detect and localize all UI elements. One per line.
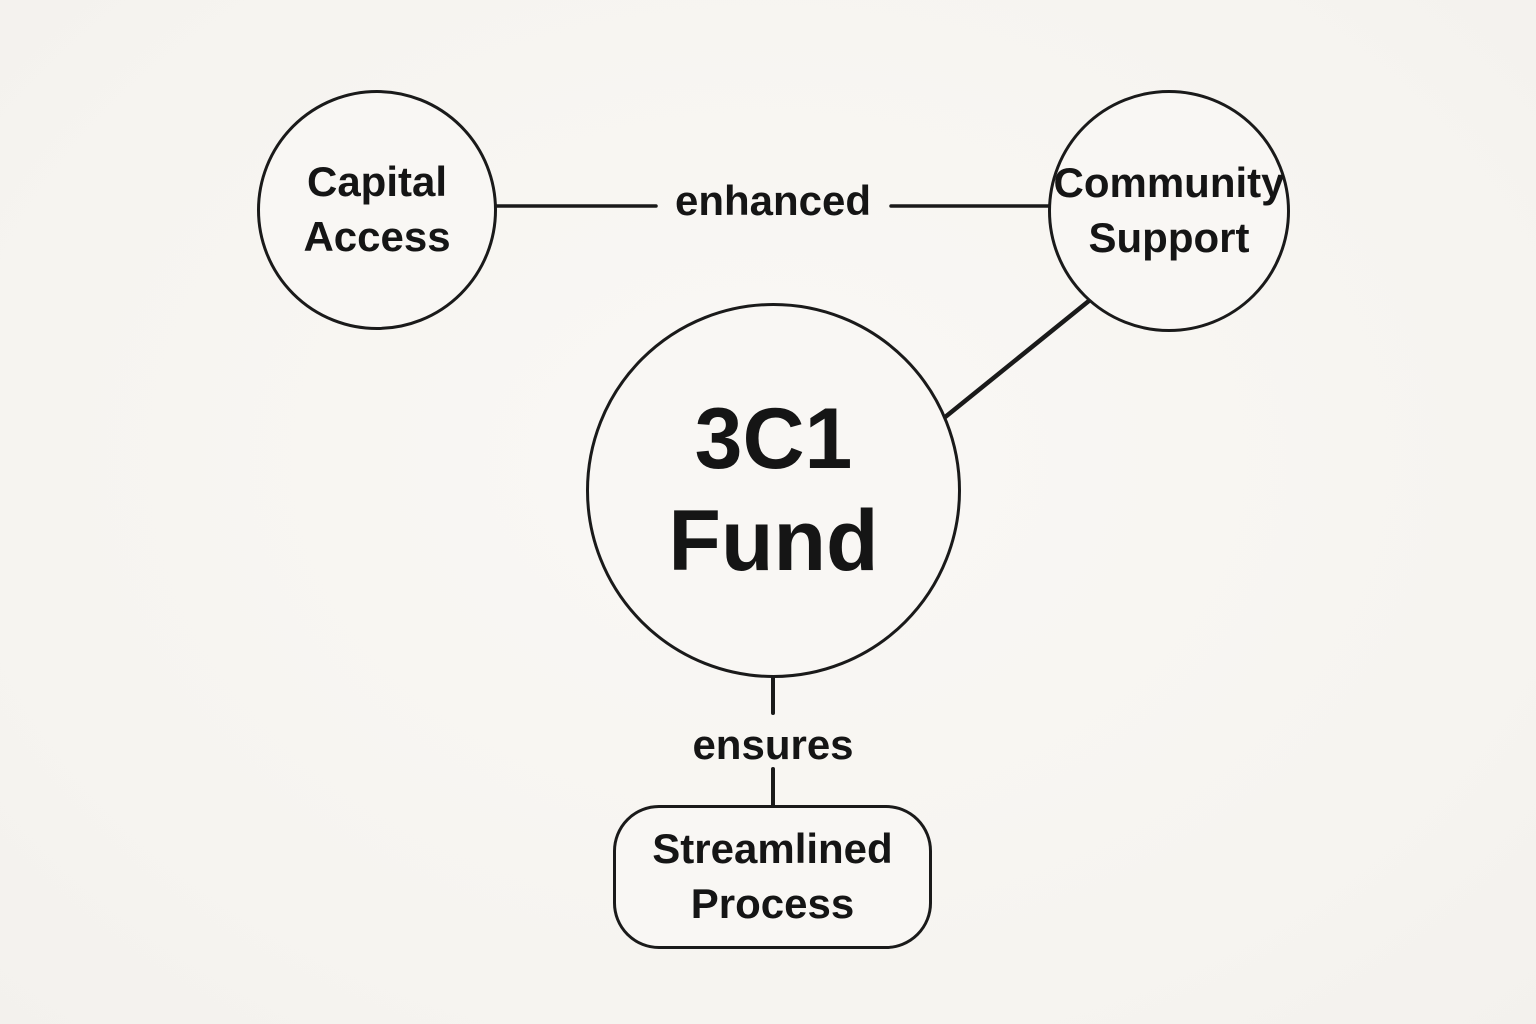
node-community-support-label-line1: Community xyxy=(1053,159,1285,207)
node-3c1-fund: 3C1 Fund xyxy=(586,303,961,678)
edge-label-enhanced: enhanced xyxy=(674,177,872,224)
edge-fund-community xyxy=(941,297,1093,421)
node-3c1-fund-label-line2: Fund xyxy=(668,492,879,589)
node-community-support-label-line2: Support xyxy=(1088,214,1250,261)
node-community-support: Community Support xyxy=(1048,90,1290,332)
node-streamlined-process-label-line1: Streamlined xyxy=(652,825,893,873)
edge-label-ensures: ensures xyxy=(692,721,854,768)
node-streamlined-process-label-line2: Process xyxy=(690,880,855,927)
node-capital-access-label-line1: Capital xyxy=(306,158,448,206)
node-capital-access-label-line2: Access xyxy=(303,213,451,260)
node-capital-access: Capital Access xyxy=(257,90,497,330)
node-streamlined-process: Streamlined Process xyxy=(613,805,932,949)
node-3c1-fund-label-line1: 3C1 xyxy=(694,391,853,488)
